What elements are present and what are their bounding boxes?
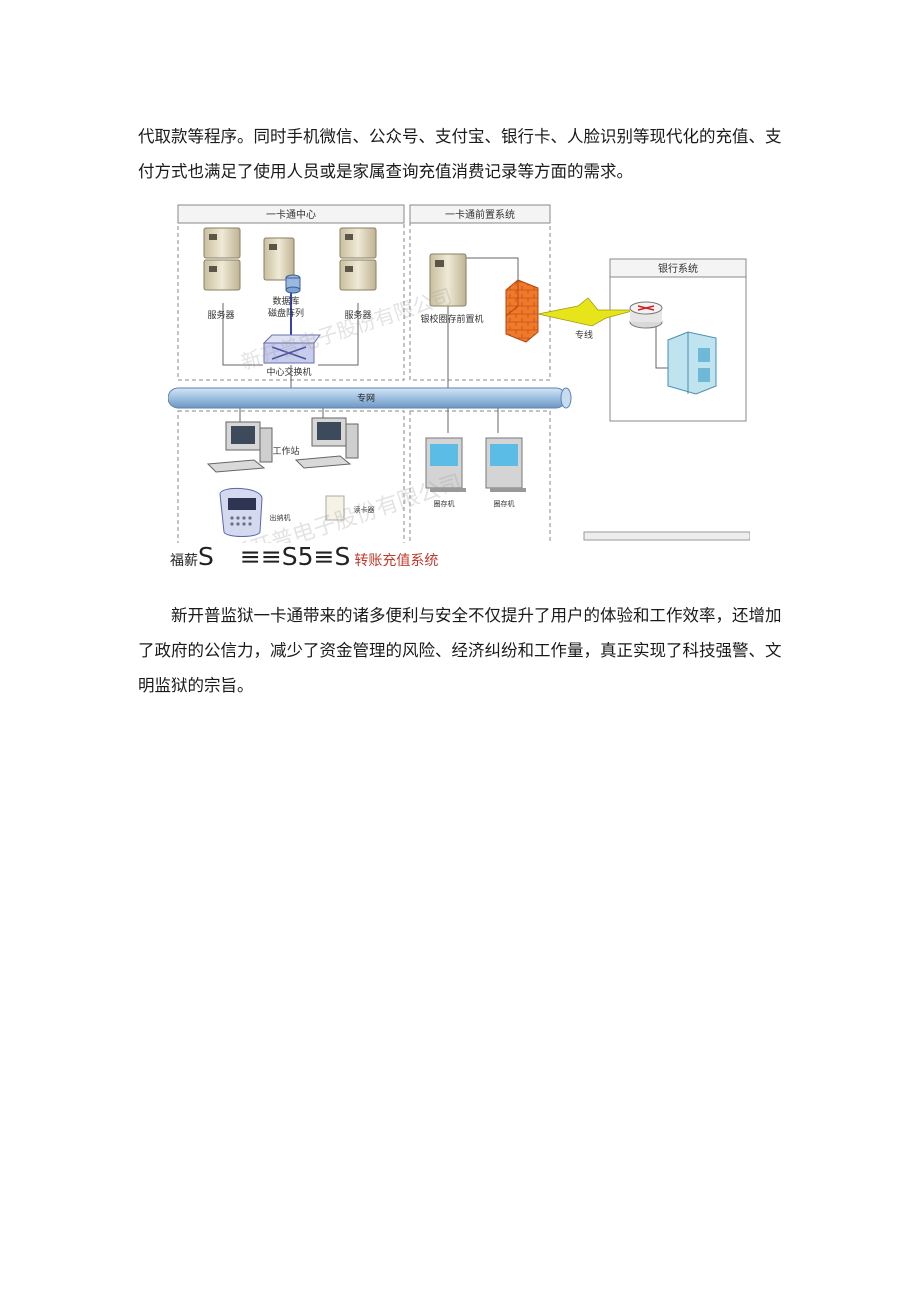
caption-suffix: 转账充值系统: [354, 553, 439, 569]
switch-icon: [262, 334, 321, 364]
dedicated-line-label: 专线: [575, 329, 593, 341]
router-icon: [629, 301, 663, 329]
workstation-icon-right: [294, 417, 359, 469]
teller-label: 出纳机: [270, 513, 291, 522]
front-title: 一卡通前置系统: [445, 208, 515, 221]
database-label-2: 磁盘阵列: [268, 307, 304, 319]
terminal-region-right: [409, 410, 551, 543]
lightning-bolt-icon: [537, 297, 637, 327]
server-icon-left: [203, 227, 241, 291]
caption-garbled-1: S: [198, 542, 214, 571]
center-title: 一卡通中心: [266, 208, 316, 221]
teller-machine-icon: [219, 488, 263, 537]
kiosk-left-label: 圈存机: [434, 499, 455, 508]
system-architecture-diagram: 一卡通中心 一卡通前置系统 银行系统 服务器 数据库 磁盘阵列: [168, 204, 750, 543]
firewall-icon: [505, 279, 539, 343]
card-reader-icon: [325, 495, 345, 521]
database-icon: [263, 237, 301, 294]
cropped-box: [583, 531, 750, 541]
front-server-label: 银校圈存前置机: [420, 313, 483, 325]
bank-building-icon: [667, 331, 717, 395]
center-title-bar: [177, 204, 405, 224]
watermark-top: 新开普电子股份有限公司: [238, 284, 455, 375]
bank-title: 银行系统: [658, 262, 698, 275]
figure-caption: 福薪 S ≡≡S5≡S 转账充值系统: [170, 542, 438, 582]
server-icon-right: [339, 227, 377, 291]
network-label: 专网: [357, 392, 375, 404]
workstation-icon-left: [206, 421, 273, 473]
switch-label: 中心交换机: [266, 366, 311, 378]
kiosk-icon-left: [425, 437, 466, 492]
front-server-icon: [429, 253, 467, 307]
body-paragraph-2: 新开普监狱一卡通带来的诸多便利与安全不仅提升了用户的体验和工作效率，还增加了政府…: [138, 606, 782, 695]
kiosk-icon-right: [485, 437, 526, 492]
caption-prefix: 福薪: [170, 553, 198, 569]
bank-title-bar: [609, 258, 747, 278]
private-network-pipe: [168, 387, 572, 409]
body-paragraph-1: 代取款等程序。同时手机微信、公众号、支付宝、银行卡、人脸识别等现代化的充值、支付…: [138, 127, 782, 181]
front-title-bar: [409, 204, 551, 224]
server-right-label: 服务器: [344, 309, 371, 321]
caption-garbled-2: ≡≡S5≡S: [239, 542, 351, 571]
kiosk-right-label: 圈存机: [494, 499, 515, 508]
database-label-1: 数据库: [272, 295, 299, 307]
watermark-bottom: 新开普电子股份有限公司: [227, 471, 465, 543]
server-left-label: 服务器: [207, 309, 234, 321]
terminal-region-left: [177, 410, 405, 543]
workstation-label: 工作站: [272, 445, 299, 457]
card-reader-label: 读卡器: [354, 505, 375, 514]
